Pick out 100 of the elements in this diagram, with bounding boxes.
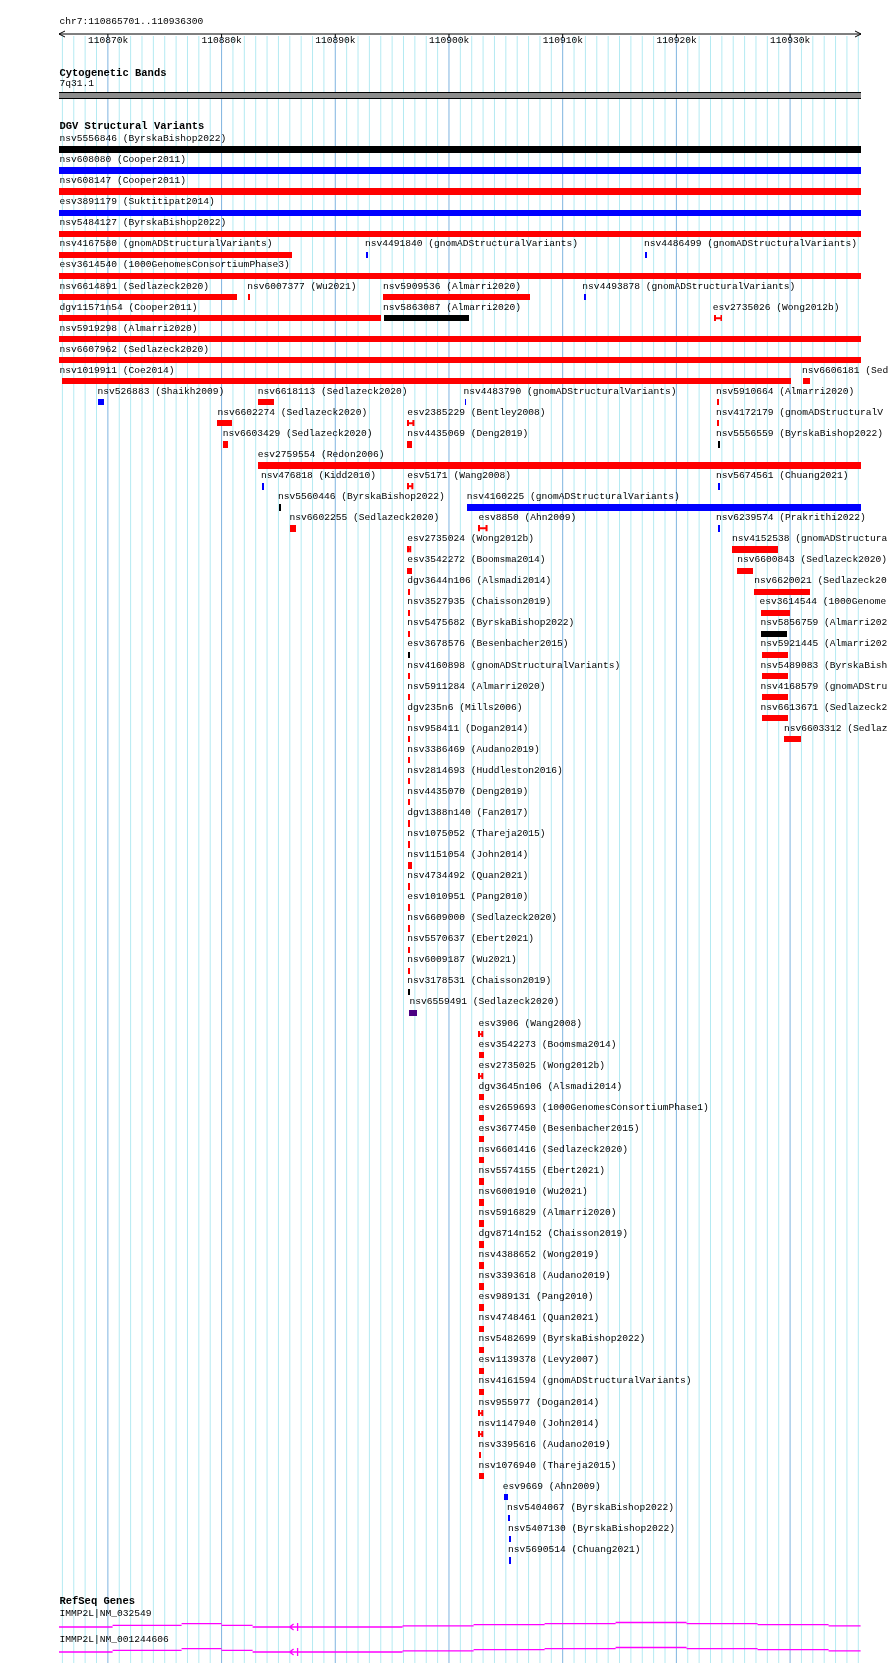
variant-label: esv2735024 (Wong2012b) [407, 533, 534, 545]
tick-label: 110880k [201, 35, 242, 46]
variant-label: nsv6607962 (Sedlazeck2020) [59, 343, 210, 355]
tick-label: 110890k [315, 35, 356, 46]
variant-label: nsv4435070 (Deng2019) [407, 785, 529, 797]
variant-label: esv3678576 (Besenbacher2015) [407, 638, 569, 650]
variant-label: nsv6603429 (Sedlazeck2020) [222, 427, 373, 439]
track-heading: Cytogenetic Bands [59, 67, 167, 79]
tick-label: 110910k [542, 35, 583, 46]
track-heading: DGV Structural Variants [59, 120, 205, 132]
variant-label: dgv8714n152 (Chaisson2019) [478, 1228, 629, 1240]
variant-label: nsv4388652 (Wong2019) [478, 1249, 600, 1261]
variant-label: nsv6618113 (Sedlazeck2020) [257, 385, 408, 397]
variant-label: nsv4160225 (gnomADStructuralVariants) [466, 491, 680, 503]
variant-label: dgv11571n54 (Cooper2011) [59, 301, 198, 313]
variant-label: esv2759554 (Redon2006) [257, 448, 385, 460]
variant-label: nsv4493878 (gnomADStructuralVariants) [582, 280, 796, 292]
variant-label: nsv6007377 (Wu2021) [247, 280, 357, 292]
variant-label: nsv6559491 (Sedlazeck2020) [409, 996, 560, 1008]
variant-label: dgv1388n140 (Fan2017) [407, 806, 529, 818]
variant-label: esv3891179 (Suktitipat2014) [59, 196, 215, 208]
variant-label: nsv5690514 (Chuang2021) [508, 1543, 641, 1555]
variant-label: nsv608080 (Cooper2011) [59, 154, 187, 166]
variant-label: nsv958411 (Dogan2014) [407, 722, 529, 734]
tick-label: 110920k [656, 35, 697, 46]
variant-label: nsv5911284 (Almarri2020) [407, 680, 546, 692]
variant-label: nsv5574155 (Ebert2021) [478, 1164, 606, 1176]
variant-label: esv2735026 (Wong2012b) [712, 301, 840, 313]
variant-label: nsv4167580 (gnomADStructuralVariants) [59, 238, 273, 250]
variant-label: nsv4491840 (gnomADStructuralVariants) [364, 238, 578, 250]
variant-label: dgv235n6 (Mills2006) [407, 701, 523, 713]
variant-label: nsv4152538 (gnomADStructura [731, 533, 888, 545]
variant-label: nsv6603312 (Sedlaz [783, 722, 888, 734]
variant-label: nsv3386469 (Audano2019) [407, 743, 540, 755]
variant-label: nsv5475682 (ByrskaBishop2022) [407, 617, 575, 629]
variant-label: nsv6600843 (Sedlazeck2020) [737, 554, 887, 566]
variant-label: dgv3644n106 (Alsmadi2014) [407, 575, 552, 587]
variant-label: nsv5556846 (ByrskaBishop2022) [59, 133, 227, 145]
variant-label: nsv5407130 (ByrskaBishop2022) [508, 1522, 676, 1534]
variant-label: nsv6602274 (Sedlazeck2020) [217, 406, 368, 418]
variant-label: nsv1019911 (Coe2014) [59, 364, 175, 376]
variant-label: nsv5910664 (Almarri2020) [716, 385, 855, 397]
variant-label: nsv476818 (Kidd2010) [260, 470, 377, 482]
variant-label: nsv6606181 (Sed [801, 364, 889, 376]
tick-label: 110870k [87, 35, 129, 46]
variant-label: nsv6613671 (Sedlazeck2 [760, 701, 888, 713]
variant-label: nsv4160898 (gnomADStructuralVariants) [407, 659, 621, 671]
variant-label: esv8850 (Ahn2009) [478, 512, 577, 524]
variant-label: nsv4748461 (Quan2021) [478, 1312, 600, 1324]
variant-label: nsv4483790 (gnomADStructuralVariants) [463, 385, 677, 397]
variant-label: nsv5556559 (ByrskaBishop2022) [716, 427, 883, 439]
variant-label: nsv5863087 (Almarri2020) [382, 301, 522, 313]
variant-label: nsv5570637 (Ebert2021) [407, 933, 534, 945]
variant-label: nsv4161594 (gnomADStructuralVariants) [478, 1375, 692, 1387]
variant-label: nsv5674561 (Chuang2021) [716, 470, 849, 482]
variant-label: esv3614540 (1000GenomesConsortiumPhase3) [59, 259, 290, 271]
variant-label: esv1139378 (Levy2007) [478, 1354, 600, 1366]
tick-label: 110930k [770, 35, 811, 46]
gene-label: IMMP2L|NM_001244606 [59, 1633, 169, 1645]
variant-label: esv3542273 (Boomsma2014) [478, 1038, 617, 1050]
variant-label: nsv5404067 (ByrskaBishop2022) [507, 1501, 674, 1513]
variant-label: nsv5856759 (Almarri202 [760, 617, 888, 629]
variant-label: nsv3395616 (Audano2019) [478, 1438, 611, 1450]
variant-label: nsv5919298 (Almarri2020) [59, 322, 198, 334]
variant-label: nsv5482699 (ByrskaBishop2022) [478, 1333, 646, 1345]
variant-label: nsv6614891 (Sedlazeck2020) [59, 280, 210, 292]
variant-label: esv2659693 (1000GenomesConsortiumPhase1) [478, 1101, 709, 1113]
variant-label: nsv1076940 (Thareja2015) [478, 1459, 617, 1471]
variant-label: nsv4172179 (gnomADStructuralV [716, 406, 883, 418]
variant-label: nsv6001910 (Wu2021) [478, 1185, 588, 1197]
variant-label: nsv3527935 (Chaisson2019) [407, 596, 552, 608]
variant-label: esv3906 (Wang2008) [478, 1017, 583, 1029]
variant-label: esv3614544 (1000Genome [759, 596, 887, 608]
variant-label: esv5171 (Wang2008) [407, 470, 511, 482]
position-label: chr7:110865701..110936300 [59, 15, 204, 27]
variant-label: nsv1075052 (Thareja2015) [407, 828, 546, 839]
variant-label: nsv5921445 (Almarri202 [760, 638, 888, 650]
variant-label: nsv5484127 (ByrskaBishop2022) [59, 217, 227, 229]
variant-label: nsv4486499 (gnomADStructuralVariants) [643, 238, 857, 250]
variant-label: esv2385229 (Bentley2008) [407, 406, 546, 418]
variant-label: esv3542272 (Boomsma2014) [407, 554, 546, 566]
gene-label: IMMP2L|NM_032549 [59, 1608, 152, 1620]
track-heading: RefSeq Genes [59, 1596, 135, 1608]
variant-label: esv2735025 (Wong2012b) [478, 1059, 606, 1071]
variant-label: nsv1151054 (John2014) [407, 849, 529, 861]
variant-label: nsv3178531 (Chaisson2019) [407, 975, 552, 987]
variant-label: nsv1147940 (John2014) [478, 1417, 600, 1429]
variant-label: nsv5916829 (Almarri2020) [478, 1207, 617, 1218]
variant-label: nsv5560446 (ByrskaBishop2022) [277, 491, 445, 503]
variant-label: nsv6601416 (Sedlazeck2020) [478, 1143, 629, 1155]
variant-label: nsv4734492 (Quan2021) [407, 870, 529, 882]
variant-label: nsv955977 (Dogan2014) [478, 1396, 600, 1408]
variant-label: nsv6620021 (Sedlazeck20 [754, 575, 887, 587]
variant-label: esv3677450 (Besenbacher2015) [478, 1122, 640, 1134]
variant-label: dgv3645n106 (Alsmadi2014) [478, 1080, 623, 1092]
variant-label: nsv5909536 (Almarri2020) [382, 280, 522, 292]
tick-label: 110900k [428, 35, 470, 46]
variant-label: nsv6602255 (Sedlazeck2020) [289, 512, 440, 524]
variant-label: esv1010951 (Pang2010) [407, 891, 529, 903]
variant-label: nsv4168579 (gnomADStru [760, 680, 888, 692]
